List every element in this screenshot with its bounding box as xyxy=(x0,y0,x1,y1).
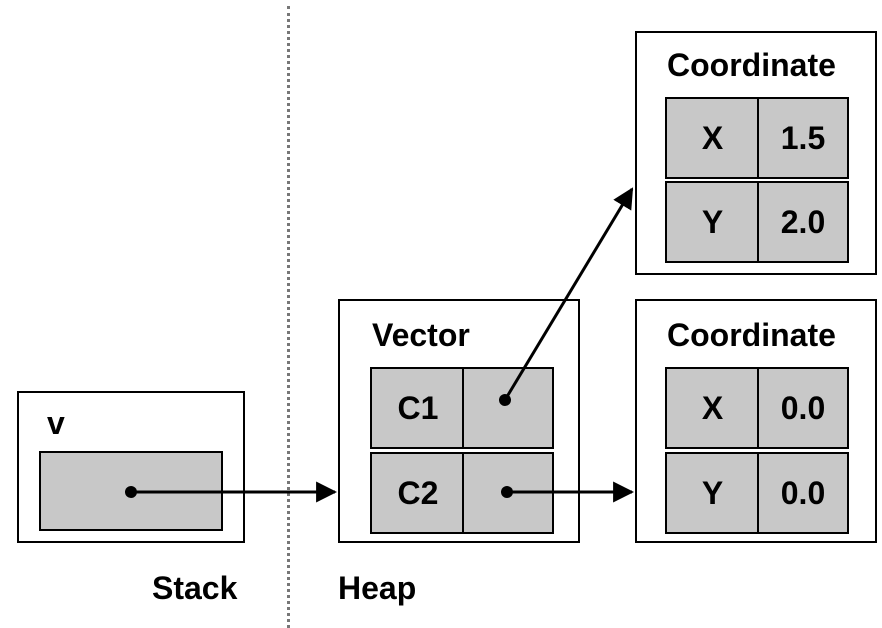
coordinate-field-x-value: 1.5 xyxy=(757,97,849,179)
pointer-c2-to-coordinate-2 xyxy=(501,481,635,503)
vector-field-c1-name: C1 xyxy=(370,367,466,449)
heap-label: Heap xyxy=(338,570,417,606)
stack-heap-divider xyxy=(287,6,290,628)
vector-field-c2-name: C2 xyxy=(370,452,466,534)
vector-field-c1-reference xyxy=(462,367,554,449)
pointer-c1-to-coordinate-1 xyxy=(499,187,634,406)
coordinate-field-y-name: Y xyxy=(665,452,760,534)
coordinate-object-box-1: Coordinate X 1.5 Y 2.0 xyxy=(635,31,877,275)
stack-variable-v-box: v xyxy=(17,391,245,543)
coordinate-field-y-value: 2.0 xyxy=(757,181,849,263)
stack-label: Stack xyxy=(152,570,238,606)
vector-title: Vector xyxy=(372,317,470,353)
coordinate-field-x-name: X xyxy=(665,367,760,449)
coordinate-title: Coordinate xyxy=(667,317,836,353)
coordinate-object-box-2: Coordinate X 0.0 Y 0.0 xyxy=(635,299,877,543)
coordinate-field-y-value: 0.0 xyxy=(757,452,849,534)
coordinate-title: Coordinate xyxy=(667,47,836,83)
pointer-v-to-vector xyxy=(125,481,338,503)
variable-name: v xyxy=(47,405,65,441)
coordinate-field-x-value: 0.0 xyxy=(757,367,849,449)
